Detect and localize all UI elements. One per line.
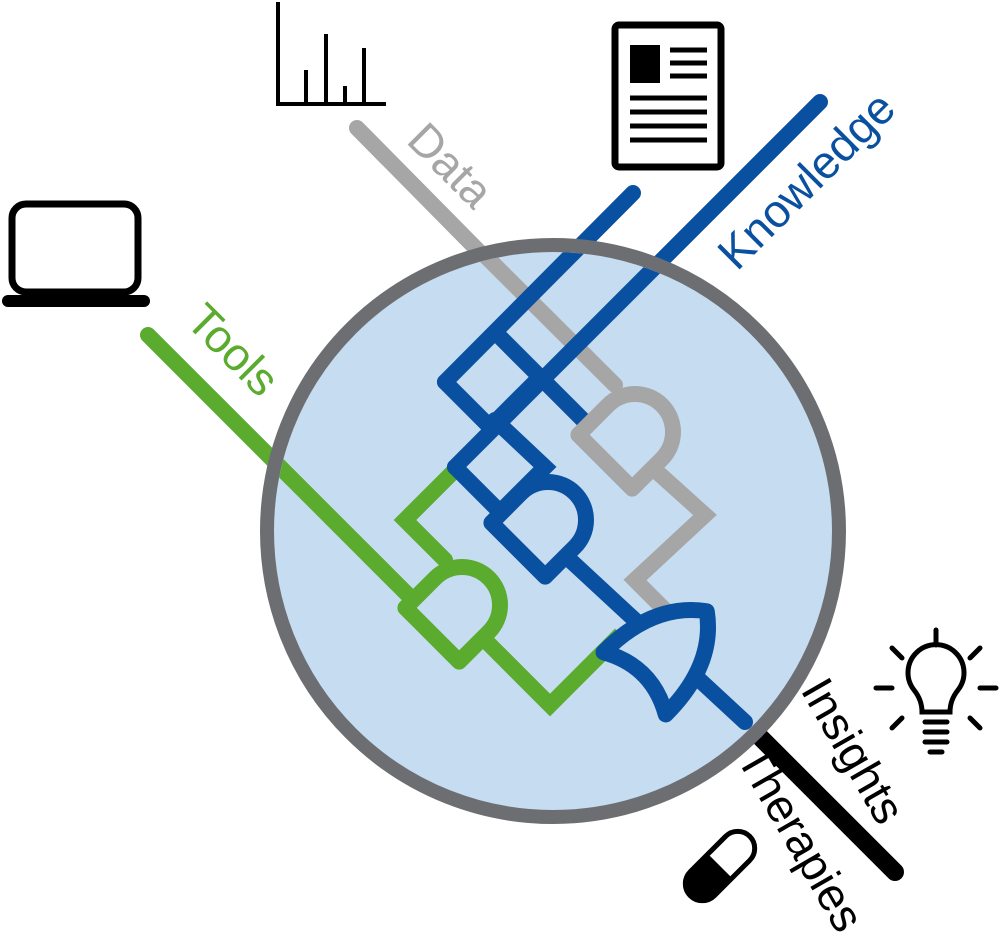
data-gate-out-wire [623,462,717,628]
knowledge-ladder-a [437,329,552,439]
tools-and-gate [397,559,508,670]
output-line [736,713,904,881]
data-label: Data [398,112,504,218]
laptop-icon [2,200,150,307]
data-and-gate [570,386,681,497]
knowledge-wire-1 [437,252,641,390]
knowledge-and-gate [483,474,594,585]
or-gate [595,602,716,723]
lightbulb-icon [873,627,999,755]
bar-chart-icon [276,2,386,106]
circuit-wires [274,252,828,730]
document-icon [611,21,725,171]
tools-branch-wire [393,462,463,568]
tools-wire [274,327,448,635]
pill-icon [682,828,758,904]
